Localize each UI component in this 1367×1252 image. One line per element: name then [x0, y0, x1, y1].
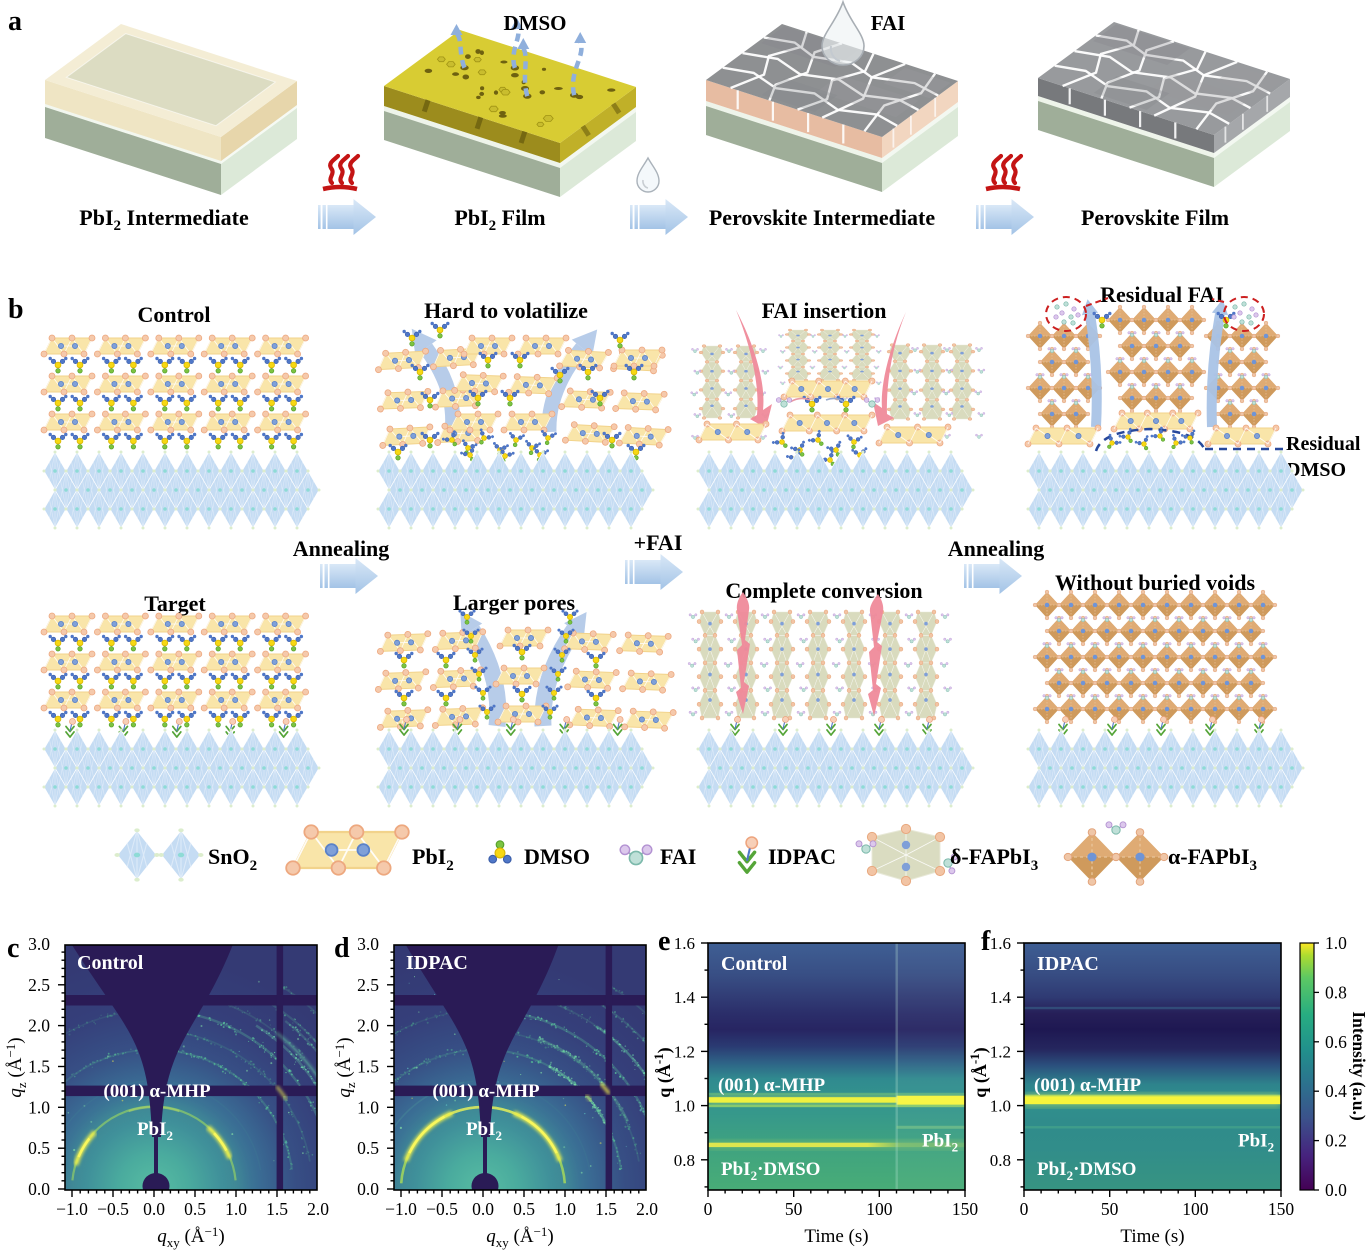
- svg-text:1.0: 1.0: [990, 1097, 1011, 1116]
- svg-text:DMSO: DMSO: [504, 11, 567, 35]
- svg-text:0.0: 0.0: [28, 1179, 50, 1199]
- svg-text:3.0: 3.0: [28, 934, 50, 954]
- svg-text:DMSO: DMSO: [1286, 459, 1346, 481]
- svg-text:0.2: 0.2: [1325, 1131, 1347, 1151]
- svg-text:PbI2: PbI2: [466, 1119, 502, 1143]
- svg-text:PbI2·DMSO: PbI2·DMSO: [1037, 1159, 1136, 1183]
- svg-text:qz (Å−1): qz (Å−1): [332, 1037, 358, 1097]
- svg-text:Residual: Residual: [1286, 433, 1361, 455]
- svg-text:1.0: 1.0: [674, 1097, 695, 1116]
- svg-text:1.0: 1.0: [1325, 933, 1347, 953]
- svg-text:0: 0: [1020, 1199, 1029, 1219]
- svg-text:a: a: [8, 6, 22, 37]
- svg-text:(001) α-MHP: (001) α-MHP: [432, 1081, 540, 1102]
- svg-text:0.8: 0.8: [990, 1151, 1011, 1170]
- svg-text:+FAI: +FAI: [634, 530, 683, 555]
- svg-text:1.0: 1.0: [225, 1199, 247, 1219]
- svg-text:1.2: 1.2: [674, 1042, 695, 1061]
- svg-text:0.5: 0.5: [28, 1138, 50, 1158]
- svg-text:50: 50: [785, 1199, 803, 1219]
- svg-text:0.5: 0.5: [357, 1138, 379, 1158]
- svg-text:1.5: 1.5: [28, 1056, 50, 1076]
- svg-text:1.6: 1.6: [990, 934, 1011, 953]
- svg-text:1.5: 1.5: [595, 1199, 617, 1219]
- svg-text:b: b: [8, 294, 24, 325]
- svg-text:Annealing: Annealing: [293, 536, 390, 561]
- svg-text:Control: Control: [77, 952, 144, 974]
- svg-text:IDPAC: IDPAC: [406, 952, 468, 974]
- svg-text:0.6: 0.6: [1325, 1032, 1347, 1052]
- svg-text:0.5: 0.5: [513, 1199, 535, 1219]
- svg-text:qxy (Å−1): qxy (Å−1): [486, 1224, 553, 1250]
- svg-text:3.0: 3.0: [357, 934, 379, 954]
- svg-text:1.4: 1.4: [674, 988, 696, 1007]
- svg-text:150: 150: [1268, 1199, 1295, 1219]
- svg-text:−0.5: −0.5: [426, 1199, 458, 1219]
- svg-text:2.0: 2.0: [357, 1016, 379, 1036]
- svg-text:1.6: 1.6: [674, 934, 695, 953]
- svg-text:Perovskite Film: Perovskite Film: [1081, 205, 1229, 230]
- svg-text:0.8: 0.8: [1325, 982, 1347, 1002]
- svg-text:d: d: [334, 933, 350, 964]
- svg-text:0.5: 0.5: [184, 1199, 206, 1219]
- svg-text:0.0: 0.0: [357, 1179, 379, 1199]
- svg-text:1.4: 1.4: [990, 988, 1012, 1007]
- svg-text:Complete conversion: Complete conversion: [725, 578, 922, 603]
- svg-text:100: 100: [866, 1199, 893, 1219]
- svg-text:PbI2·DMSO: PbI2·DMSO: [721, 1159, 820, 1183]
- svg-text:Intensity (a.u.): Intensity (a.u.): [1349, 1011, 1367, 1121]
- svg-text:1.0: 1.0: [357, 1097, 379, 1117]
- svg-text:2.5: 2.5: [357, 975, 379, 995]
- svg-text:0.0: 0.0: [1325, 1180, 1347, 1200]
- svg-text:1.5: 1.5: [357, 1056, 379, 1076]
- svg-text:Annealing: Annealing: [948, 536, 1045, 561]
- svg-text:(001) α-MHP: (001) α-MHP: [103, 1081, 211, 1102]
- svg-text:FAI insertion: FAI insertion: [762, 298, 887, 323]
- svg-text:qxy (Å−1): qxy (Å−1): [157, 1224, 224, 1250]
- svg-text:(001) α-MHP: (001) α-MHP: [718, 1075, 826, 1096]
- svg-text:0: 0: [704, 1199, 713, 1219]
- svg-text:1.5: 1.5: [266, 1199, 288, 1219]
- svg-text:−1.0: −1.0: [56, 1199, 88, 1219]
- svg-text:100: 100: [1182, 1199, 1209, 1219]
- svg-text:e: e: [658, 926, 670, 957]
- svg-text:(001) α-MHP: (001) α-MHP: [1034, 1075, 1142, 1096]
- svg-text:2.0: 2.0: [636, 1199, 658, 1219]
- svg-text:0.8: 0.8: [674, 1151, 695, 1170]
- svg-text:Larger pores: Larger pores: [453, 590, 575, 615]
- svg-text:Time (s): Time (s): [1120, 1226, 1184, 1247]
- svg-text:0.4: 0.4: [1325, 1081, 1347, 1101]
- svg-text:2.0: 2.0: [28, 1016, 50, 1036]
- svg-text:Hard to volatilize: Hard to volatilize: [424, 298, 588, 323]
- svg-text:1.0: 1.0: [28, 1097, 50, 1117]
- svg-text:Control: Control: [138, 302, 211, 327]
- svg-text:Without buried voids: Without buried voids: [1055, 570, 1256, 595]
- svg-text:50: 50: [1101, 1199, 1119, 1219]
- svg-text:c: c: [7, 933, 19, 964]
- svg-text:IDPAC: IDPAC: [768, 844, 836, 869]
- svg-text:f: f: [981, 926, 991, 957]
- svg-text:FAI: FAI: [871, 11, 906, 35]
- svg-text:1.2: 1.2: [990, 1042, 1011, 1061]
- svg-text:2.0: 2.0: [307, 1199, 329, 1219]
- svg-text:Target: Target: [144, 591, 206, 616]
- svg-text:FAI: FAI: [660, 844, 696, 869]
- svg-text:qz (Å−1): qz (Å−1): [3, 1037, 29, 1097]
- svg-text:0.0: 0.0: [472, 1199, 494, 1219]
- svg-text:PbI2: PbI2: [922, 1130, 958, 1154]
- svg-text:Time (s): Time (s): [804, 1226, 868, 1247]
- svg-text:Perovskite Intermediate: Perovskite Intermediate: [709, 205, 935, 230]
- svg-text:−1.0: −1.0: [385, 1199, 417, 1219]
- svg-text:0.0: 0.0: [143, 1199, 165, 1219]
- svg-text:DMSO: DMSO: [524, 844, 590, 869]
- svg-text:IDPAC: IDPAC: [1037, 953, 1099, 975]
- svg-text:PbI2 Intermediate: PbI2 Intermediate: [79, 205, 249, 234]
- svg-text:−0.5: −0.5: [97, 1199, 129, 1219]
- svg-text:Residual FAI: Residual FAI: [1100, 282, 1224, 307]
- svg-text:1.0: 1.0: [554, 1199, 576, 1219]
- svg-text:2.5: 2.5: [28, 975, 50, 995]
- svg-text:150: 150: [952, 1199, 979, 1219]
- svg-text:PbI2 Film: PbI2 Film: [454, 205, 545, 234]
- svg-text:Control: Control: [721, 953, 788, 975]
